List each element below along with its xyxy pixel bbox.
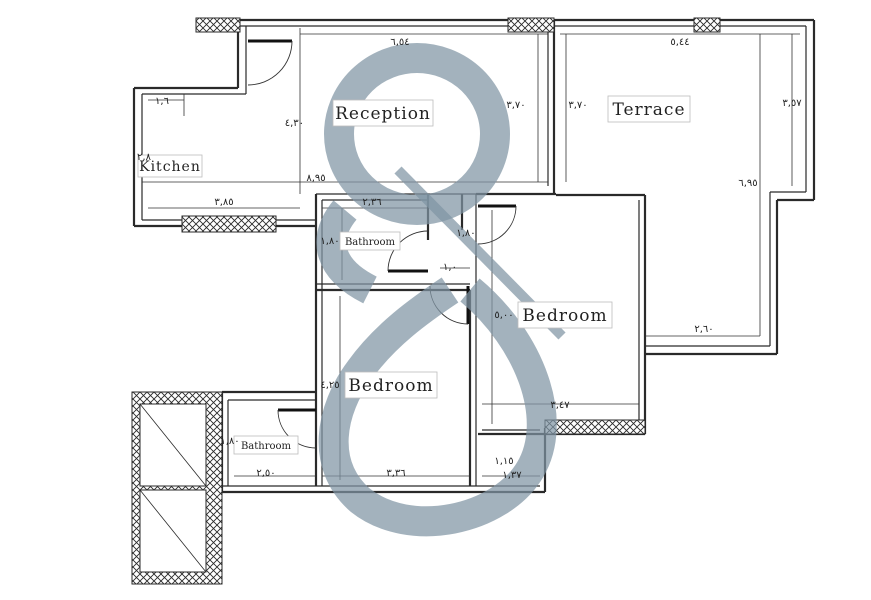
dim-terrace-695: ٦,٩٥ (738, 178, 757, 189)
room-labels: Reception Terrace Kitchen Bathroom Bedro… (137, 95, 691, 455)
dim-reception-height: ٤,٣٠ (285, 118, 304, 129)
balcony-box (131, 391, 223, 585)
dim-corr-180: ١,٨٠ (456, 228, 475, 239)
dim-bed-347: ٣,٤٧ (550, 400, 570, 411)
dim-bed-500: ٥,٠٠ (494, 310, 513, 321)
dim-bath-236: ٢,٣٦ (362, 197, 381, 208)
dim-kitchen-side: ٢,٨ (137, 152, 152, 163)
hatched-wall-segments (181, 17, 721, 435)
dim-bed2-336: ٣,٣٦ (386, 468, 405, 479)
dim-bed-425: ٤,٢٥ (320, 380, 339, 391)
dim-kitchen-small: ١,٦ (155, 96, 169, 107)
dim-bath2-180: ١,٨٠ (220, 436, 239, 447)
room-label-bathroom-lower: Bathroom (241, 441, 292, 452)
room-label-bedroom-right: Bedroom (522, 306, 607, 326)
dim-bath2-250: ٢,٥٠ (256, 468, 275, 479)
dim-terrace-260: ٢,٦٠ (694, 324, 713, 335)
doors (247, 39, 517, 449)
hatch-kitchen-window (181, 215, 277, 233)
dim-895: ٨,٩٥ (306, 173, 325, 184)
dim-bath-180: ١,٨٠ (320, 236, 339, 247)
hatch-bedroom-window (544, 419, 646, 435)
dim-115: ١,١٥ (494, 456, 513, 467)
room-label-kitchen: Kitchen (139, 159, 201, 175)
dim-370-right: ٣,٧٠ (568, 100, 587, 111)
room-label-terrace: Terrace (612, 100, 685, 120)
hatch-top-left (195, 17, 241, 33)
room-label-bathroom-upper: Bathroom (345, 237, 396, 248)
dim-top-reception: ٦,٥٤ (390, 37, 409, 48)
brand-watermark-logo (316, 43, 566, 537)
dim-kitchen-385: ٣,٨٥ (214, 197, 233, 208)
dim-corr-100: ١,٠ (443, 262, 457, 273)
dim-137: ١,٣٧ (502, 470, 522, 481)
hatch-top-middle (507, 17, 555, 33)
door-bedroom-right-arc (477, 205, 517, 245)
dimension-labels: ٦,٥٤ ٥,٤٤ ١,٦ ٤,٣٠ ٣,٧٠ ٣,٧٠ ٣,٥٧ ٦,٩٥ ٢… (137, 37, 802, 481)
room-label-bedroom-lower: Bedroom (348, 376, 433, 396)
dim-top-terrace: ٥,٤٤ (670, 37, 689, 48)
door-entrance-arc (247, 40, 293, 86)
dim-terrace-357: ٣,٥٧ (782, 98, 802, 109)
hatch-top-right (693, 17, 721, 33)
dim-370-left: ٣,٧٠ (506, 100, 525, 111)
room-label-reception: Reception (335, 104, 431, 124)
